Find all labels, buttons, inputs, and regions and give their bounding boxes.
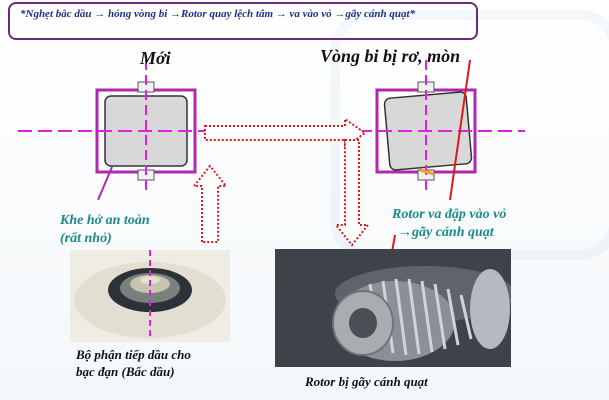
oil-wick-arrow-up: [191, 164, 229, 243]
oil-wick-caption-line1: Bộ phận tiếp dầu cho: [76, 347, 191, 362]
oil-wick-caption: Bộ phận tiếp dầu cho bạc đạn (Bấc dầu): [76, 346, 191, 380]
oil-wick-caption-line2: bạc đạn (Bấc dầu): [76, 364, 175, 379]
impact-label: Rotor va đập vào vỏ →gãy cánh quạt: [392, 206, 506, 242]
worn-bearing-assembly: [375, 60, 477, 195]
cause-chain-text: *Nghẹt bắc dầu → hỏng vòng bi →Rotor qua…: [20, 8, 416, 20]
oil-wick-photo: [70, 250, 230, 342]
progression-arrow-down: [333, 139, 371, 247]
safety-gap-label: Khe hở an toàn (rất nhỏ): [60, 212, 150, 248]
safety-gap-label-line2: (rất nhỏ): [60, 231, 112, 246]
cause-chain-note: *Nghẹt bắc dầu → hỏng vòng bi →Rotor qua…: [8, 2, 478, 40]
progression-arrow-right: [204, 117, 367, 149]
safety-gap-label-line1: Khe hở an toàn: [60, 213, 150, 228]
impact-pointer-line: [449, 59, 471, 201]
new-bearing-assembly: [95, 60, 197, 195]
rotor-caption: Rotor bị gãy cánh quạt: [305, 374, 428, 389]
worn-contact-mark: [419, 168, 435, 176]
new-bearing-title: Mới: [140, 48, 171, 68]
impact-label-line1: Rotor va đập vào vỏ: [392, 207, 507, 222]
worn-bearing-title: Vòng bi bị rơ, mòn: [320, 46, 461, 66]
broken-rotor-photo: [275, 249, 511, 367]
gap-pointer-line: [97, 166, 113, 201]
impact-label-line2: →gãy cánh quạt: [398, 225, 494, 240]
